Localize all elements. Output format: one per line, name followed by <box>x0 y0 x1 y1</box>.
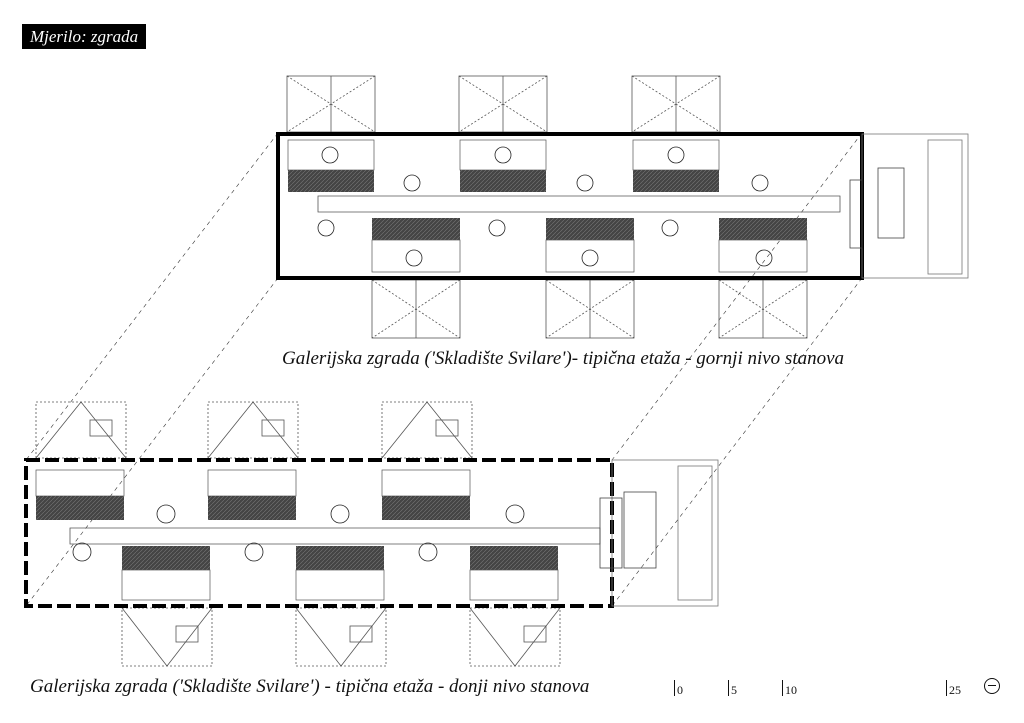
north-arrow-icon <box>984 678 1000 694</box>
scale-tick-5: 5 <box>728 680 737 697</box>
lower-floor-plan <box>24 401 719 667</box>
upper-plan-caption: Galerijska zgrada ('Skladište Svilare')-… <box>282 348 845 369</box>
lower-plan-caption: Galerijska zgrada ('Skladište Svilare') … <box>30 676 590 697</box>
scale-tick-25: 25 <box>946 680 961 697</box>
upper-floor-plan <box>276 75 969 339</box>
scale-label: Mjerilo: zgrada <box>22 24 147 49</box>
scale-tick-0: 0 <box>674 680 683 697</box>
scale-tick-10: 10 <box>782 680 797 697</box>
projection-lines <box>25 132 863 607</box>
